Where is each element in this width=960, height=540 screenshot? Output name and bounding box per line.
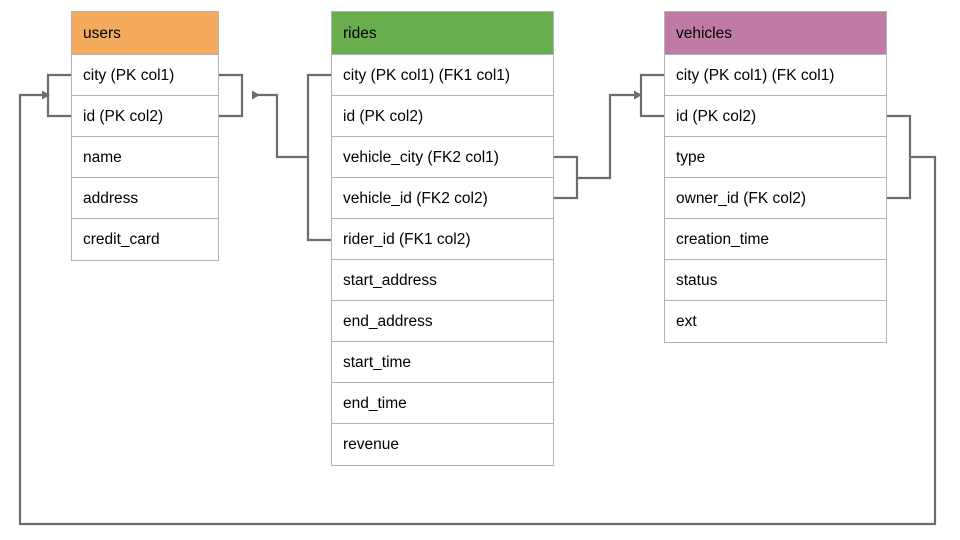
table-rides-column-end-address[interactable]: end_address <box>332 301 553 342</box>
users-right-pk-bracket <box>219 73 244 118</box>
table-users-column-city[interactable]: city (PK col1) <box>72 55 218 96</box>
table-rides-column-city[interactable]: city (PK col1) (FK1 col1) <box>332 55 553 96</box>
edge-rides-fk2-to-vehicles <box>577 90 642 180</box>
table-users-column-name[interactable]: name <box>72 137 218 178</box>
table-rides-title: rides <box>332 12 553 55</box>
table-vehicles-column-ext[interactable]: ext <box>665 301 886 342</box>
table-rides-column-rider-id[interactable]: rider_id (FK1 col2) <box>332 219 553 260</box>
table-rides-column-start-time[interactable]: start_time <box>332 342 553 383</box>
table-vehicles-column-id[interactable]: id (PK col2) <box>665 96 886 137</box>
table-vehicles-column-creation-time[interactable]: creation_time <box>665 219 886 260</box>
table-rides-column-revenue[interactable]: revenue <box>332 424 553 465</box>
table-vehicles-title: vehicles <box>665 12 886 55</box>
table-rides-column-id[interactable]: id (PK col2) <box>332 96 553 137</box>
rides-fk2-bracket <box>554 155 579 200</box>
table-rides-column-start-address[interactable]: start_address <box>332 260 553 301</box>
table-vehicles[interactable]: vehicles city (PK col1) (FK col1) id (PK… <box>664 11 887 343</box>
table-users[interactable]: users city (PK col1) id (PK col2) name a… <box>71 11 219 261</box>
table-vehicles-column-owner-id[interactable]: owner_id (FK col2) <box>665 178 886 219</box>
table-rides-column-vehicle-city[interactable]: vehicle_city (FK2 col1) <box>332 137 553 178</box>
table-rides-column-end-time[interactable]: end_time <box>332 383 553 424</box>
vehicles-left-pk-bracket <box>639 73 664 118</box>
rides-fk1-bracket <box>306 73 331 242</box>
table-vehicles-column-type[interactable]: type <box>665 137 886 178</box>
table-users-column-id[interactable]: id (PK col2) <box>72 96 218 137</box>
table-users-column-address[interactable]: address <box>72 178 218 219</box>
table-rides[interactable]: rides city (PK col1) (FK1 col1) id (PK c… <box>331 11 554 466</box>
edge-rides-fk1-to-users <box>252 90 308 159</box>
vehicles-fk-bracket <box>887 114 912 200</box>
users-left-pk-bracket <box>46 73 71 118</box>
table-users-title: users <box>72 12 218 55</box>
table-users-column-credit-card[interactable]: credit_card <box>72 219 218 260</box>
table-rides-column-vehicle-id[interactable]: vehicle_id (FK2 col2) <box>332 178 553 219</box>
table-vehicles-column-status[interactable]: status <box>665 260 886 301</box>
table-vehicles-column-city[interactable]: city (PK col1) (FK col1) <box>665 55 886 96</box>
